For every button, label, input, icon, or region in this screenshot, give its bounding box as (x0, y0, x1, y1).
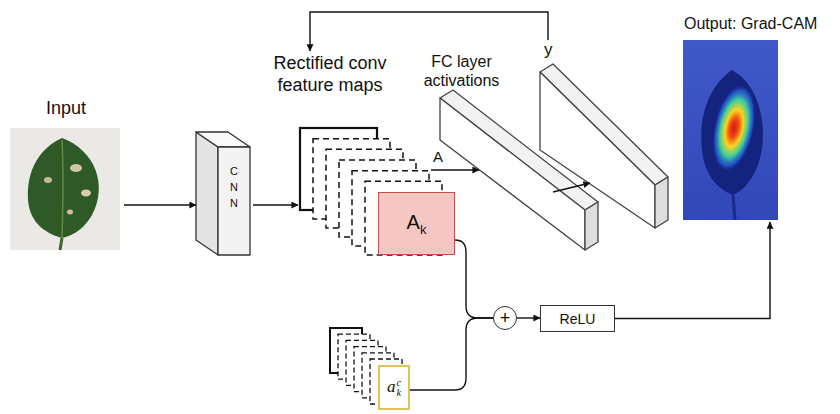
output-slab (540, 64, 668, 228)
input-image: Input (8, 97, 124, 254)
box-label: akc (387, 377, 401, 398)
connector-arrow (124, 204, 196, 205)
node-heading: CNN (230, 164, 236, 212)
connector-arrow (517, 317, 540, 318)
node-heading: FC layer activations (413, 52, 510, 90)
grad-cam-output: Output: Grad-CAM (682, 14, 840, 222)
box-label: + (500, 309, 511, 327)
node-heading: Output: Grad-CAM (684, 14, 817, 34)
connector-arrow (310, 12, 548, 51)
node-heading: Input (8, 97, 124, 119)
leaf-photo (10, 128, 120, 250)
activation-map: Ak (378, 192, 455, 255)
box-label: ReLU (560, 311, 596, 327)
connector-arrow (553, 183, 590, 192)
sum-circle: + (493, 306, 517, 330)
relu-box: ReLU (540, 305, 615, 332)
box-label: Ak (407, 211, 427, 237)
connector-arrow (455, 240, 493, 318)
cnn-block (196, 132, 250, 255)
connector-arrow (615, 222, 770, 319)
cnn-block: CNN (193, 128, 253, 258)
connector-arrow (410, 318, 493, 390)
connector-arrow (431, 169, 479, 170)
edge-label: A (433, 148, 443, 165)
weight-box: akc (378, 365, 410, 410)
class-score: y (538, 40, 670, 230)
node-heading: y (544, 40, 553, 60)
connector-arrow (253, 204, 298, 205)
node-heading: Rectified conv feature maps (255, 52, 405, 96)
grad-cam-image (683, 40, 778, 220)
